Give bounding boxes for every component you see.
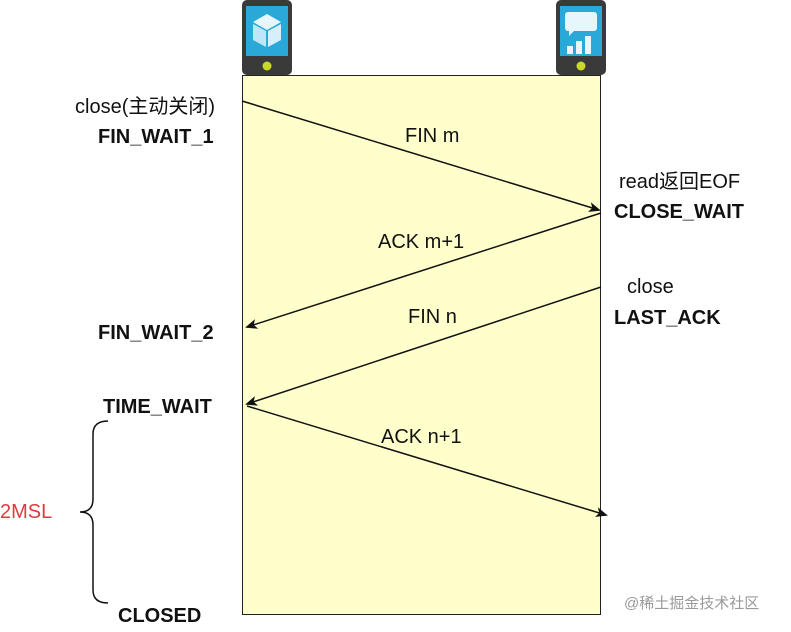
message-ack-n1: ACK n+1 (381, 426, 462, 448)
server-close-action: close (627, 276, 674, 298)
timeline-area (242, 75, 601, 615)
fin-m-arrow (241, 100, 601, 212)
client-close-action: close(主动关闭) (75, 96, 216, 118)
ack-n1-arrow (246, 405, 608, 517)
message-fin-n: FIN n (408, 306, 457, 328)
state-time-wait: TIME_WAIT (103, 396, 212, 418)
fin-n-arrow (245, 286, 602, 406)
phone-cube-icon (242, 0, 292, 75)
ack-m1-arrow (245, 212, 602, 329)
duration-brace (79, 420, 109, 604)
phone-chart-icon (556, 0, 606, 75)
state-fin-wait-1: FIN_WAIT_1 (98, 126, 214, 148)
duration-label: 2MSL (0, 501, 53, 523)
server-read-eof: read返回EOF (619, 171, 741, 193)
state-fin-wait-2: FIN_WAIT_2 (98, 322, 214, 344)
state-closed: CLOSED (118, 605, 202, 627)
state-last-ack: LAST_ACK (614, 307, 721, 329)
watermark: @稀土掘金技术社区 (624, 595, 760, 612)
state-close-wait: CLOSE_WAIT (614, 201, 745, 223)
message-fin-m: FIN m (405, 125, 460, 147)
message-ack-m1: ACK m+1 (378, 231, 465, 253)
